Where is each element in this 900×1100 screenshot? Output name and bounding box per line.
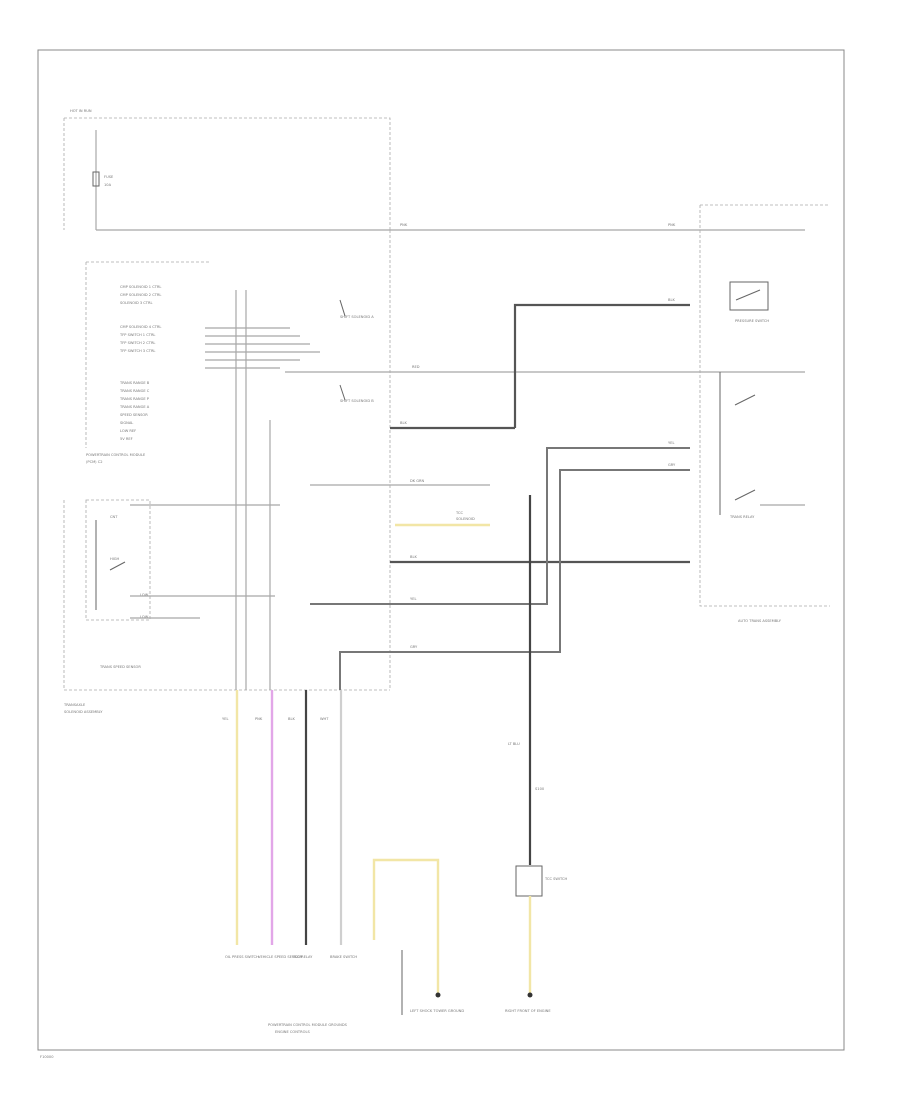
pcm-pin-label: TRANS RANGE C bbox=[119, 389, 150, 393]
relay-border bbox=[85, 499, 151, 621]
splice-label: S100 bbox=[535, 787, 545, 791]
drop-code: YEL bbox=[222, 717, 228, 721]
solenoid-a-label: SHIFT SOLENOID A bbox=[340, 315, 374, 319]
bottom-component: OIL PRESS SWITCH bbox=[225, 955, 259, 959]
pcm-module-label: POWERTRAIN CONTROL MODULE bbox=[86, 453, 146, 457]
pcm-pin-label: TRANS RANGE A bbox=[119, 405, 150, 409]
pcm-pin-label: TRANS RANGE B bbox=[119, 381, 150, 385]
tcc-label: TCC bbox=[455, 511, 463, 515]
transmission-range-label: TRANS RELAY bbox=[729, 515, 755, 519]
drop-code: BLK bbox=[288, 717, 295, 721]
wire-code-604: YEL bbox=[410, 597, 416, 601]
solenoid-b-switch bbox=[339, 384, 346, 401]
fuse-block-border bbox=[63, 117, 391, 230]
page-id: F10000 bbox=[40, 1055, 54, 1059]
bottom-component: TCC RELAY bbox=[292, 955, 313, 959]
page-frame bbox=[37, 49, 845, 1051]
ground-yellow-loop bbox=[372, 858, 440, 995]
relay-pin: LOW bbox=[140, 593, 149, 597]
dark-wire-rise bbox=[513, 303, 690, 428]
pcm-pin-label: TRANS RANGE P bbox=[119, 397, 150, 401]
right-wire-code-2: YEL bbox=[668, 441, 674, 445]
pcm-module-sub: (PCM) C2 bbox=[86, 460, 103, 464]
right-unit-label: AUTO TRANS ASSEMBLY bbox=[738, 619, 782, 623]
pcm-pin-label: SIGNAL bbox=[120, 421, 133, 425]
pcm-pin-label: SPEED SENSOR bbox=[120, 413, 148, 417]
drop-code: WHT bbox=[320, 717, 329, 721]
pcm-pin-wires bbox=[205, 290, 320, 690]
pcm-pin-label: CMP SOLENOID 4 CTRL bbox=[120, 325, 161, 329]
hot-label: HOT IN RUN bbox=[70, 109, 92, 113]
tcc-switch-label: TCC SWITCH bbox=[544, 877, 568, 881]
transaxle-border bbox=[63, 230, 391, 691]
fuse-symbol bbox=[92, 171, 100, 187]
bottom-caption-2: ENGINE CONTROLS bbox=[275, 1030, 310, 1034]
bottom-component: VEHICLE SPEED SENSOR bbox=[258, 955, 303, 959]
tcc-sub: SOLENOID bbox=[456, 517, 475, 521]
ground-label-2: RIGHT FRONT OF ENGINE bbox=[505, 1009, 551, 1013]
ground-terminal-left bbox=[435, 992, 441, 998]
relay-contact bbox=[109, 561, 126, 571]
pcm-pin-label: CMP SOLENOID 1 CTRL bbox=[120, 285, 161, 289]
bottom-caption: POWERTRAIN CONTROL MODULE GROUNDS bbox=[268, 1023, 348, 1027]
mid-wire-code: RED bbox=[412, 365, 420, 369]
bottom-component: BRAKE SWITCH bbox=[330, 955, 357, 959]
dark-wire-code: BLK bbox=[400, 421, 407, 425]
down-wire-code: LT BLU bbox=[508, 742, 520, 746]
wire-to-right-2 bbox=[339, 469, 690, 690]
relay-pin: LOW bbox=[140, 615, 149, 619]
wire-code-652: GRY bbox=[410, 645, 418, 649]
right-wire-code-3: GRY bbox=[668, 463, 676, 467]
pressure-switch-label: PRESSURE SWITCH bbox=[735, 319, 769, 323]
pressure-switch-box bbox=[729, 281, 769, 311]
tcc-wire-code: DK GRN bbox=[410, 479, 425, 483]
feed-wire-code-right: PNK bbox=[668, 223, 676, 227]
fuse-amp: 10A bbox=[104, 183, 112, 187]
pcm-table-border bbox=[85, 261, 210, 448]
relay-pin: HIGH bbox=[110, 557, 120, 561]
transaxle-sub: SOLENOID ASSEMBLY bbox=[64, 710, 103, 714]
fuse-label: FUSE bbox=[104, 175, 114, 179]
wire-to-right-1 bbox=[310, 447, 690, 605]
ground-terminal bbox=[527, 992, 533, 998]
solenoid-b-label: SHIFT SOLENOID B bbox=[340, 399, 374, 403]
pcm-pin-label: SOLENOID 3 CTRL bbox=[120, 301, 153, 305]
tcc-switch-box bbox=[515, 865, 543, 897]
switch-contact-1 bbox=[734, 394, 756, 406]
ecm-name: TRANS SPEED SENSOR bbox=[99, 665, 141, 669]
feed-wire-code: PNK bbox=[400, 223, 408, 227]
relay-pin: CNT bbox=[110, 515, 118, 519]
drop-code: PNK bbox=[255, 717, 263, 721]
pressure-switch-contact bbox=[735, 289, 761, 301]
solenoid-a-switch bbox=[339, 299, 346, 317]
transaxle-name: TRANSAXLE bbox=[63, 703, 86, 707]
pcm-pin-label: TFP SWITCH 3 CTRL bbox=[119, 349, 155, 353]
right-wire-code-1: BLK bbox=[668, 298, 675, 302]
pcm-pin-list: CMP SOLENOID 1 CTRL CMP SOLENOID 2 CTRL … bbox=[119, 285, 161, 441]
pcm-pin-label: 5V REF bbox=[120, 437, 133, 441]
ground-label-1: LEFT SHOCK TOWER GROUND bbox=[410, 1009, 464, 1013]
pcm-pin-label: TFP SWITCH 2 CTRL bbox=[119, 341, 155, 345]
lower-wire-code: BLK bbox=[410, 555, 417, 559]
pcm-pin-label: LOW REF bbox=[120, 429, 136, 433]
pcm-pin-label: TFP SWITCH 1 CTRL bbox=[119, 333, 155, 337]
pcm-pin-label: CMP SOLENOID 2 CTRL bbox=[120, 293, 161, 297]
right-assembly-border bbox=[699, 204, 830, 607]
switch-contact-2 bbox=[734, 489, 756, 501]
